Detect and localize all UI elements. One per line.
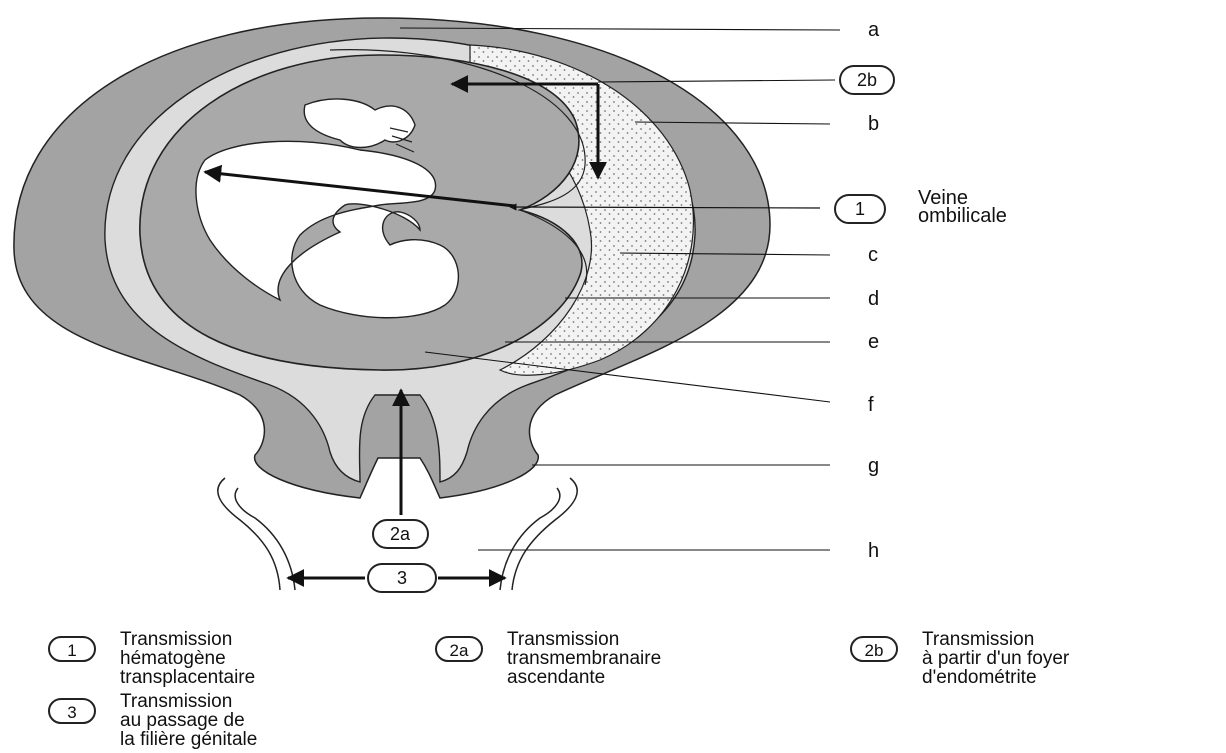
legend-text-1: Transmission hématogène transplacentaire: [120, 630, 255, 687]
legend-badge-1: 1: [48, 636, 96, 662]
marker-2b: 2b: [840, 66, 894, 94]
legend-item-3: 3 Transmission au passage de la filière …: [48, 692, 388, 752]
label-g: g: [868, 455, 879, 477]
legend-line: la filière génitale: [120, 730, 257, 749]
svg-text:2b: 2b: [857, 70, 877, 90]
legend-line: d'endométrite: [922, 668, 1069, 687]
legend-item-2a: 2a Transmission transmembranaire ascenda…: [435, 630, 805, 690]
legend-line: Transmission: [507, 630, 661, 649]
label-d: d: [868, 288, 879, 310]
legend-line: Transmission: [922, 630, 1069, 649]
vaginal-wall-left-inner: [235, 488, 295, 590]
legend-line: transmembranaire: [507, 649, 661, 668]
svg-text:2a: 2a: [390, 524, 411, 544]
legend-item-2b: 2b Transmission à partir d'un foyer d'en…: [850, 630, 1220, 690]
label-a: a: [868, 19, 880, 41]
svg-text:1: 1: [855, 199, 865, 219]
marker-1: 1: [835, 195, 885, 223]
svg-text:3: 3: [397, 568, 407, 588]
legend-badge-2a: 2a: [435, 636, 483, 662]
legend-line: ascendante: [507, 668, 661, 687]
legend-line: au passage de: [120, 711, 257, 730]
marker-2a: 2a: [373, 520, 428, 548]
legend-item-1: 1 Transmission hématogène transplacentai…: [48, 630, 368, 690]
legend-line: transplacentaire: [120, 668, 255, 687]
legend-text-2a: Transmission transmembranaire ascendante: [507, 630, 661, 687]
legend-badge-3: 3: [48, 698, 96, 724]
vaginal-wall-left: [218, 478, 280, 590]
label-h: h: [868, 540, 879, 562]
legend-badge-2b: 2b: [850, 636, 898, 662]
legend-text-3: Transmission au passage de la filière gé…: [120, 692, 257, 749]
legend-line: Transmission: [120, 692, 257, 711]
vaginal-wall-right-inner: [500, 488, 560, 590]
label-f: f: [868, 394, 874, 416]
legend-line: hématogène: [120, 649, 255, 668]
veine-label-line2: ombilicale: [918, 205, 1007, 227]
legend-text-2b: Transmission à partir d'un foyer d'endom…: [922, 630, 1069, 687]
label-e: e: [868, 331, 879, 353]
legend-line: à partir d'un foyer: [922, 649, 1069, 668]
label-b: b: [868, 113, 879, 135]
label-c: c: [868, 244, 878, 266]
legend-line: Transmission: [120, 630, 255, 649]
marker-3: 3: [368, 564, 436, 592]
